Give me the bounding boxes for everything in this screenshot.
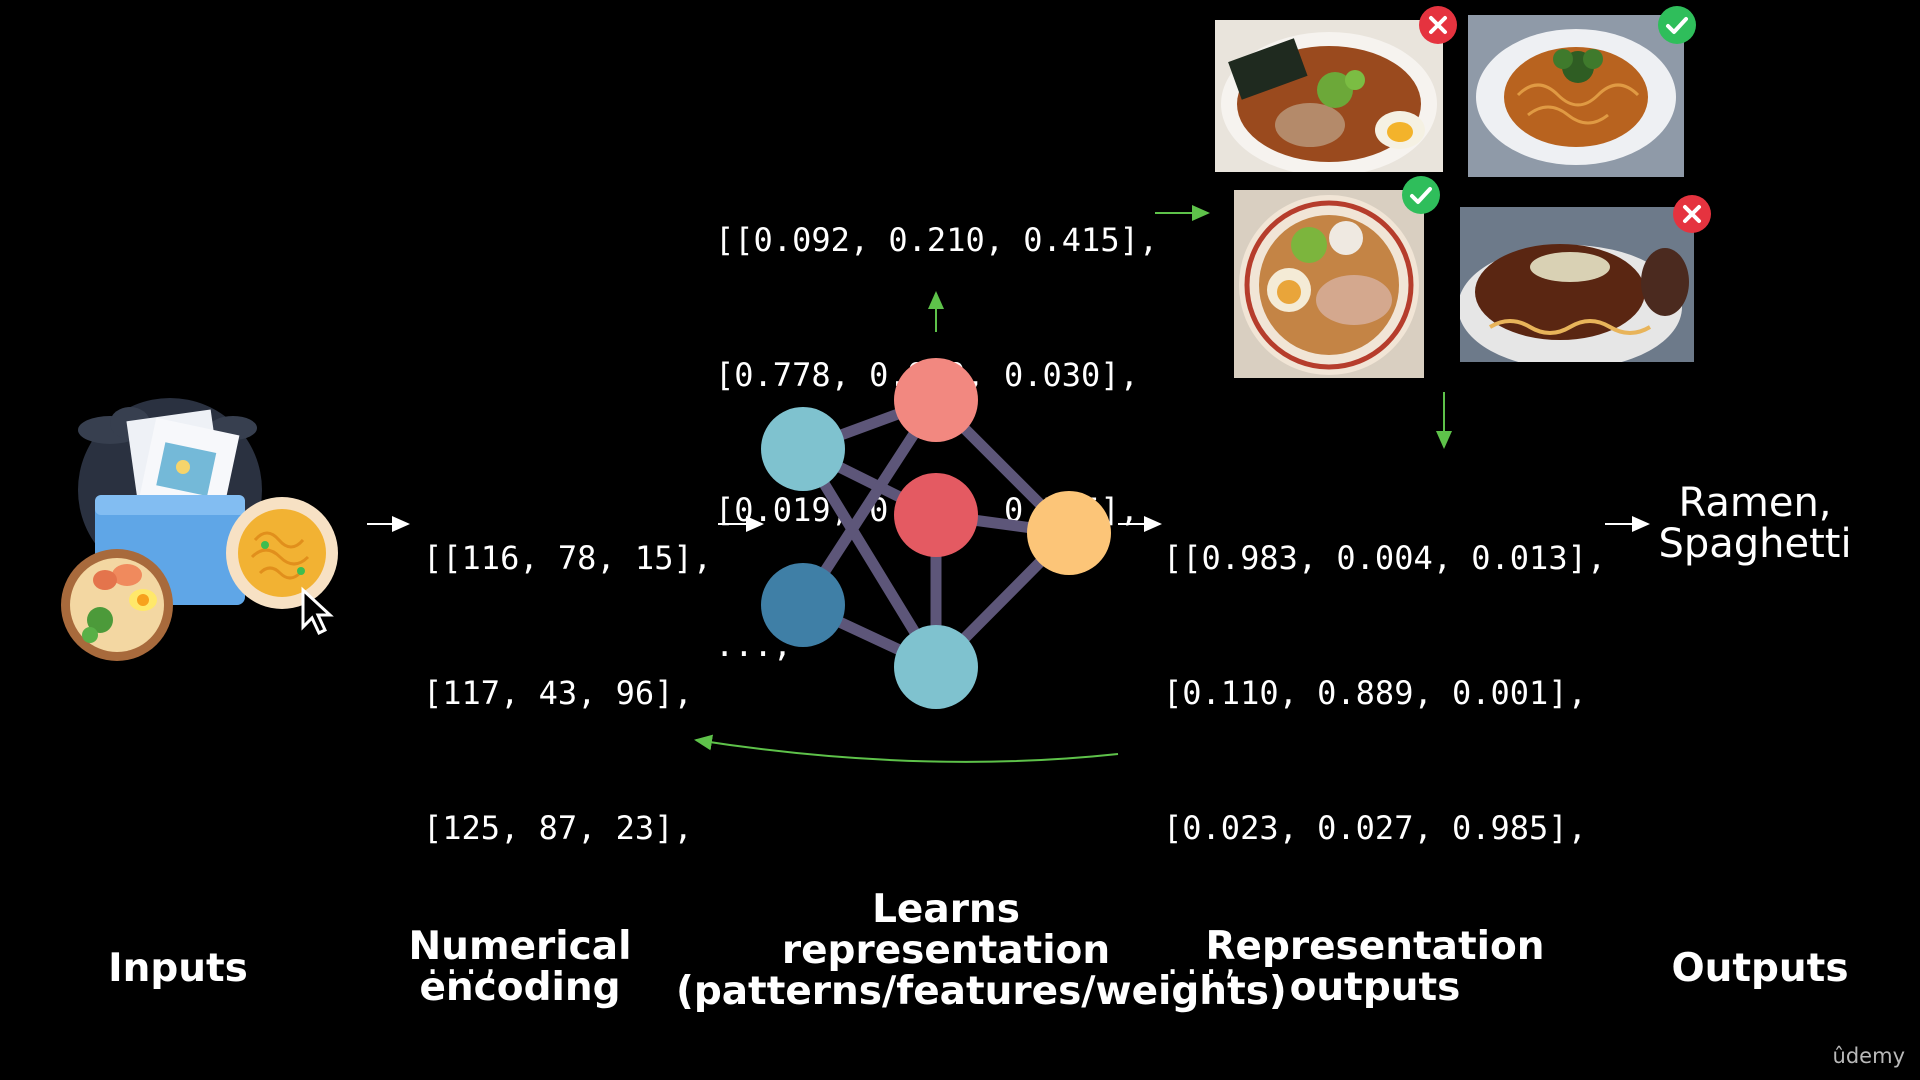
food-images-folder-illustration xyxy=(61,398,338,661)
hidden-node-3 xyxy=(894,625,978,709)
matrix-row: [117, 43, 96], xyxy=(423,674,693,712)
label-representation-outputs: Representation outputs xyxy=(1200,926,1550,1008)
wrong-prediction-icon xyxy=(1419,6,1457,44)
matrix-row: [[0.983, 0.004, 0.013], xyxy=(1163,539,1607,577)
spaghetti-photo-wrong xyxy=(1460,207,1694,362)
spaghetti-photo-correct xyxy=(1468,15,1684,177)
label-outputs: Outputs xyxy=(1640,948,1880,989)
wrong-prediction-icon xyxy=(1673,195,1711,233)
label-text: Outputs xyxy=(1671,946,1849,991)
label-text: Learns xyxy=(872,887,1020,932)
output-line-1: Ramen, xyxy=(1678,480,1832,526)
matrix-row: [125, 87, 23], xyxy=(423,809,693,847)
label-numerical-encoding: Numerical encoding xyxy=(370,926,670,1008)
output-line-2: Spaghetti xyxy=(1658,521,1852,567)
label-text: representation xyxy=(781,928,1111,973)
matrix-ellipsis: ..., xyxy=(1163,944,1241,982)
ramen-photo-correct xyxy=(1234,190,1424,378)
input-node-1 xyxy=(761,407,845,491)
matrix-row: [0.023, 0.027, 0.985], xyxy=(1163,809,1587,847)
matrix-ellipsis: ..., xyxy=(423,944,501,982)
correct-prediction-icon xyxy=(1658,6,1696,44)
label-inputs: Inputs xyxy=(78,948,278,989)
label-text: Inputs xyxy=(108,946,248,991)
matrix-row: [0.778, 0.929, 0.030], xyxy=(715,356,1139,394)
matrix-row: [[116, 78, 15], xyxy=(423,539,712,577)
label-text: (patterns/features/weights) xyxy=(676,969,1287,1014)
matrix-row: [[0.092, 0.210, 0.415], xyxy=(715,221,1159,259)
ramen-photo-wrong xyxy=(1215,20,1443,172)
label-text: outputs xyxy=(1289,965,1461,1010)
feedback-arrow xyxy=(694,734,1119,763)
output-labels: Ramen, Spaghetti xyxy=(1650,483,1860,565)
label-text: encoding xyxy=(419,965,621,1010)
hidden-node-2 xyxy=(894,473,978,557)
correct-prediction-icon xyxy=(1402,176,1440,214)
representation-outputs-matrix: [[0.983, 0.004, 0.013], [0.110, 0.889, 0… xyxy=(1163,446,1606,1076)
hidden-node-1 xyxy=(894,358,978,442)
input-node-2 xyxy=(761,563,845,647)
matrix-row: [0.110, 0.889, 0.001], xyxy=(1163,674,1587,712)
label-text: Representation xyxy=(1205,924,1545,969)
output-node xyxy=(1027,491,1111,575)
udemy-watermark: ûdemy xyxy=(1832,1044,1905,1068)
numerical-encoding-matrix: [[116, 78, 15], [117, 43, 96], [125, 87,… xyxy=(423,446,712,1076)
label-text: Numerical xyxy=(408,924,632,969)
label-learns-representation: Learns representation (patterns/features… xyxy=(676,887,1287,1014)
